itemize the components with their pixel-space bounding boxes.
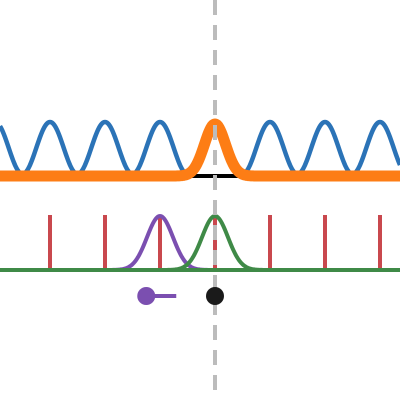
controls-group[interactable] — [137, 287, 224, 305]
center-marker[interactable] — [206, 287, 224, 305]
lower-panel — [0, 213, 400, 272]
shift-slider-handle[interactable] — [137, 287, 156, 305]
upper-panel — [0, 118, 400, 182]
gaussian-pulse — [0, 118, 400, 182]
